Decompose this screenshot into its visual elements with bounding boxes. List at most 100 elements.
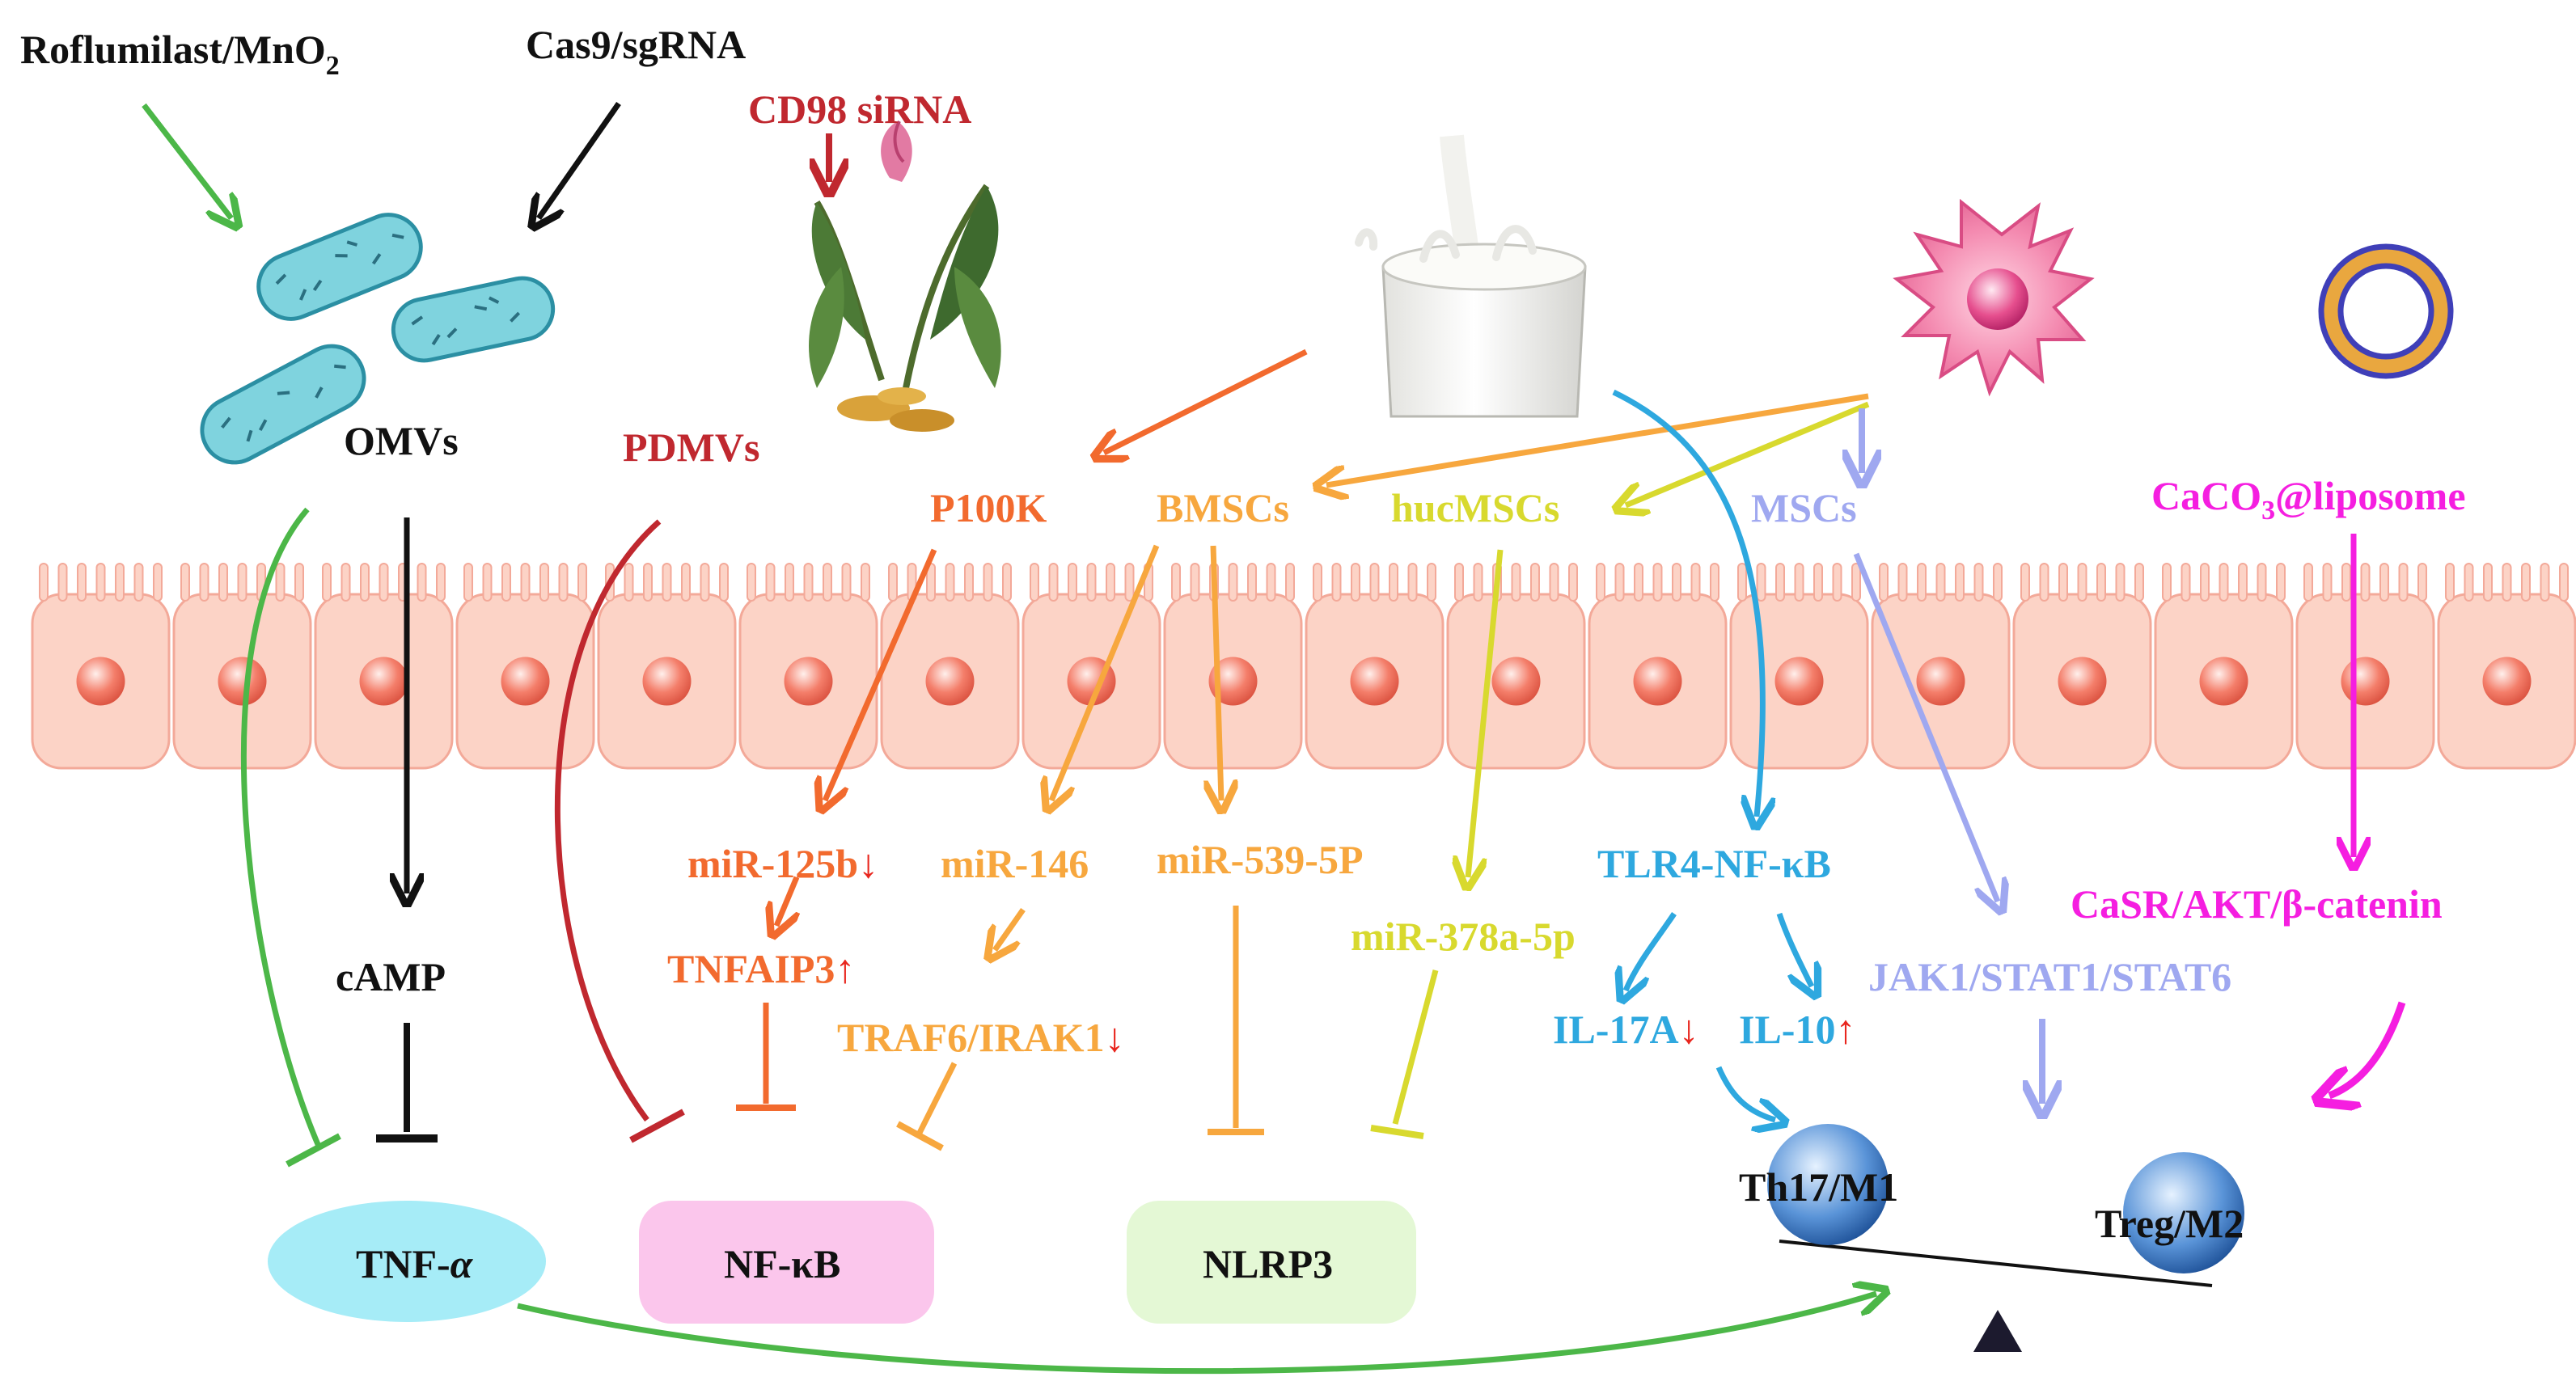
microvillus	[501, 563, 511, 602]
microvillus	[2322, 563, 2333, 602]
immune-cell-icon	[1767, 1124, 1889, 1245]
microvillus	[1935, 563, 1946, 602]
microvillus	[2115, 563, 2126, 602]
label-tnf: TNF-α	[356, 1241, 474, 1286]
arrow-bmscs-mir539	[1213, 545, 1221, 800]
inhibit-traf6-nfkb	[915, 1062, 958, 1138]
microvillus	[1285, 563, 1295, 602]
microvillus	[1955, 563, 1965, 602]
microvillus	[95, 563, 106, 602]
arrow-mir146-traf6	[995, 907, 1026, 950]
microvillus	[2219, 563, 2229, 602]
microvillus	[1247, 563, 1257, 602]
microvillus	[558, 563, 569, 602]
microvillus	[360, 563, 370, 602]
label-treg-m2: Treg/M2	[2095, 1201, 2244, 1246]
microvillus	[1407, 563, 1418, 602]
immune-cell-icon	[2123, 1152, 2244, 1273]
cell-nucleus	[925, 657, 975, 706]
microvillus	[765, 563, 776, 602]
agent-cd98: CD98 siRNA	[748, 87, 971, 132]
microvillus	[199, 563, 209, 602]
microvillus	[2540, 563, 2550, 602]
microvillus	[77, 563, 87, 602]
microvillus	[39, 563, 49, 602]
microvillus	[1106, 563, 1115, 602]
microvillus	[2303, 563, 2313, 602]
microvillus	[1068, 563, 1077, 602]
microvillus	[2360, 563, 2371, 602]
label-camp: cAMP	[336, 954, 446, 999]
microvillus	[681, 563, 691, 602]
label-p100k: P100K	[930, 485, 1047, 530]
liposome-icon	[2318, 243, 2454, 379]
arrow-tnf-to-balance	[517, 1294, 1876, 1375]
microvillus	[964, 563, 974, 602]
turmeric-plant-icon	[809, 120, 1001, 432]
cell-nucleus	[2058, 657, 2107, 706]
microvillus	[1266, 563, 1276, 602]
microvillus	[520, 563, 531, 602]
microvillus	[1568, 563, 1578, 602]
microvillus	[841, 563, 852, 602]
bacteria-icon	[200, 213, 556, 465]
arrow-bmscs-mir146	[1051, 544, 1160, 800]
microvillus	[983, 563, 993, 602]
microvillus	[700, 563, 710, 602]
microvillus	[294, 563, 304, 602]
label-mscs: MSCs	[1751, 485, 1857, 530]
microvillus	[2039, 563, 2049, 602]
microvillus	[1897, 563, 1908, 602]
microvillus	[2162, 563, 2172, 602]
microvillus	[1973, 563, 1984, 602]
microvillus	[785, 563, 794, 602]
agent-roflumilast: Roflumilast/MnO2	[20, 27, 340, 81]
microvillus	[1351, 563, 1360, 602]
arrow-mscs-jak	[1853, 552, 1998, 902]
microvillus	[2020, 563, 2030, 602]
microvillus	[2238, 563, 2248, 602]
label-mir146: miR-146	[941, 841, 1089, 886]
arrow-casr-balance	[2329, 1001, 2406, 1096]
inhibit-pdmvs-nfkb	[554, 519, 662, 1122]
label-casr: CaSR/AKT/β-catenin	[2071, 881, 2443, 927]
label-mir539: miR-539-5P	[1157, 837, 1364, 882]
microvillus	[1190, 563, 1200, 602]
microvillus	[2058, 563, 2068, 602]
cell-nucleus	[1350, 657, 1399, 706]
microvillus	[1313, 563, 1322, 602]
label-omvs: OMVs	[344, 418, 459, 463]
microvillus	[2200, 563, 2210, 602]
microvillus	[1652, 563, 1663, 602]
cell-nucleus	[784, 657, 833, 706]
microvillus	[2341, 563, 2351, 602]
microvillus	[861, 563, 870, 602]
microvillus	[133, 563, 144, 602]
cell-nucleus	[501, 657, 550, 706]
microvillus	[1596, 563, 1605, 602]
microvillus	[1228, 563, 1238, 602]
microvillus	[1813, 563, 1823, 602]
microvillus	[2379, 563, 2389, 602]
microvillus	[539, 563, 549, 602]
microvillus	[2521, 563, 2531, 602]
microvillus	[1917, 563, 1927, 602]
microvillus	[2276, 563, 2286, 602]
microvillus	[1794, 563, 1804, 602]
microvillus	[624, 563, 634, 602]
microvillus	[1879, 563, 1889, 602]
label-tlr4: TLR4-NF-κB	[1597, 841, 1831, 886]
microvillus	[482, 563, 493, 602]
microvillus	[2398, 563, 2409, 602]
microvillus	[463, 563, 473, 602]
label-il17a: IL-17A↓	[1553, 1007, 1699, 1052]
label-il10: IL-10↑	[1739, 1007, 1855, 1052]
microvillus	[1086, 563, 1097, 602]
microvillus	[2502, 563, 2512, 602]
microvillus	[275, 563, 286, 602]
arrow-il-to-balance	[1715, 1066, 1775, 1120]
cell-nucleus	[2341, 657, 2390, 706]
arrow-milk-p100k	[1104, 348, 1308, 453]
microvillus	[643, 563, 653, 602]
